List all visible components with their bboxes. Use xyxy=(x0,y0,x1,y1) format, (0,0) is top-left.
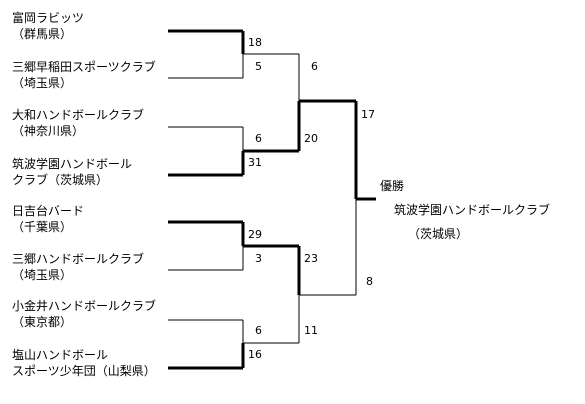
team-entry-7: 小金井ハンドボールクラブ （東京都） xyxy=(12,298,156,330)
team-region: （埼玉県） xyxy=(12,76,73,90)
score-round1: 16 xyxy=(248,348,262,361)
team-entry-5: 日吉台バード （千葉県） xyxy=(12,203,84,235)
team-region: （千葉県） xyxy=(12,220,73,234)
team-name: 三郷ハンドボールクラブ xyxy=(12,252,145,266)
team-region: （群馬県） xyxy=(12,27,73,41)
score-round2: 20 xyxy=(304,132,318,145)
team-region: スポーツ少年団（山梨県） xyxy=(12,364,156,378)
score-round1: 6 xyxy=(255,324,262,337)
champion-region: （茨城県） xyxy=(408,227,469,241)
score-round1: 6 xyxy=(255,132,262,145)
team-region: クラブ（茨城県） xyxy=(12,173,109,187)
team-name: 筑波学園ハンドボール xyxy=(12,157,133,171)
score-semifinal: 8 xyxy=(366,275,373,288)
team-name: 三郷早稲田スポーツクラブ xyxy=(12,60,156,74)
team-entry-6: 三郷ハンドボールクラブ （埼玉県） xyxy=(12,251,144,283)
score-round2: 23 xyxy=(304,252,318,265)
team-entry-3: 大和ハンドボールクラブ （神奈川県） xyxy=(12,107,144,139)
champion-name: 筑波学園ハンドボールクラブ xyxy=(394,203,551,217)
team-entry-4: 筑波学園ハンドボール クラブ（茨城県） xyxy=(12,156,132,188)
score-round1: 5 xyxy=(255,60,262,73)
team-name: 塩山ハンドボール xyxy=(12,348,109,362)
score-round2: 11 xyxy=(304,324,318,337)
champion-label: 優勝 xyxy=(380,179,405,193)
score-round1: 18 xyxy=(248,36,262,49)
score-round1: 29 xyxy=(248,228,262,241)
team-region: （神奈川県） xyxy=(12,124,85,138)
score-round1: 31 xyxy=(248,156,262,169)
team-name: 日吉台バード xyxy=(12,204,85,218)
team-name: 富岡ラビッツ xyxy=(12,11,85,25)
score-round1: 3 xyxy=(255,252,262,265)
team-entry-8: 塩山ハンドボール スポーツ少年団（山梨県） xyxy=(12,347,156,379)
team-entry-1: 富岡ラビッツ （群馬県） xyxy=(12,10,84,42)
score-semifinal: 17 xyxy=(361,108,375,121)
team-name: 小金井ハンドボールクラブ xyxy=(12,299,157,313)
team-region: （埼玉県） xyxy=(12,268,73,282)
team-region: （東京都） xyxy=(12,315,73,329)
team-name: 大和ハンドボールクラブ xyxy=(12,108,145,122)
team-entry-2: 三郷早稲田スポーツクラブ （埼玉県） xyxy=(12,59,156,91)
score-round2: 6 xyxy=(311,60,318,73)
